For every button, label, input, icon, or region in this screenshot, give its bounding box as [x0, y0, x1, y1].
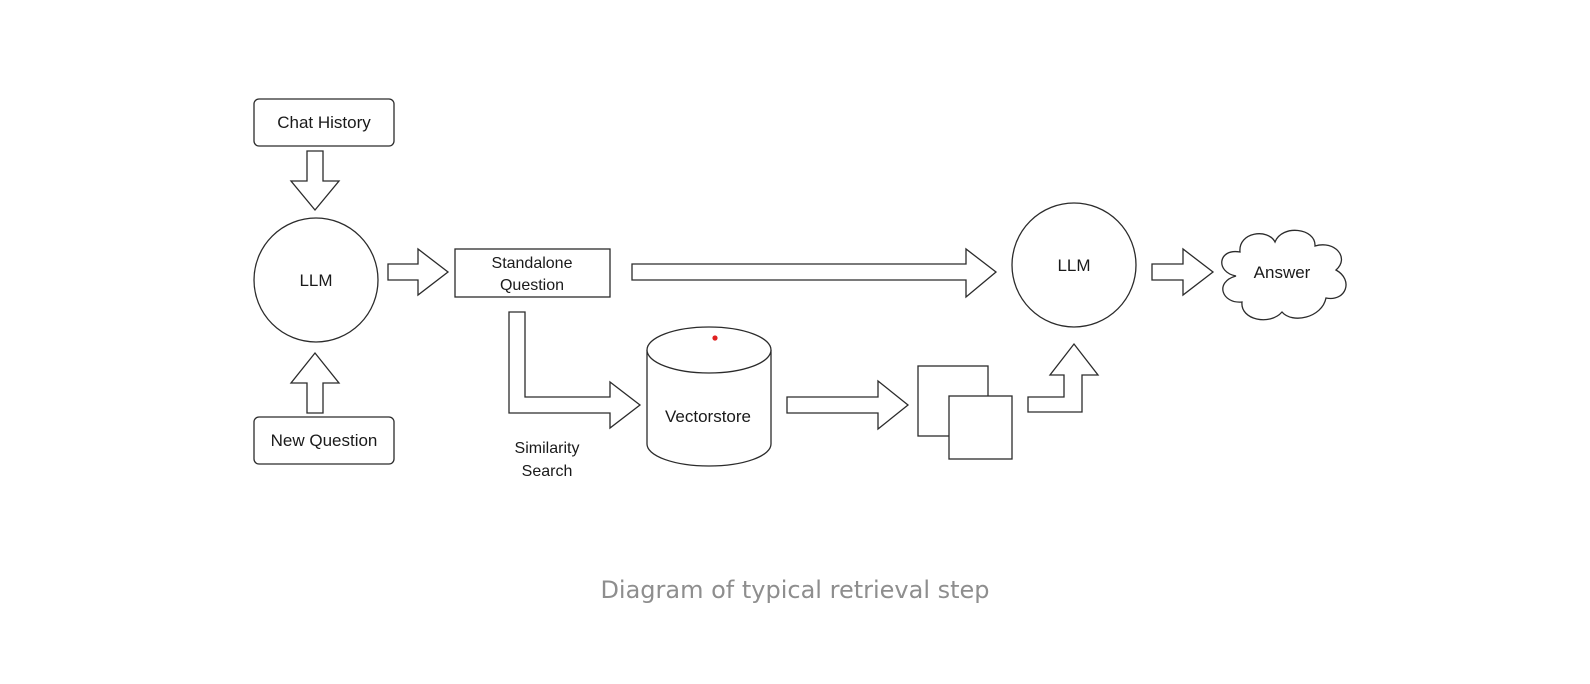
- arrow-history-to-llm: [289, 150, 341, 212]
- chat-history-node: Chat History: [253, 98, 395, 147]
- answer-cloud: [1221, 229, 1347, 321]
- vectorstore-body: [646, 350, 772, 467]
- arrow-standalone-to-llm: [631, 247, 998, 299]
- red-dot-marker: [712, 335, 718, 341]
- arrow-similarity-search: [508, 311, 642, 430]
- llm-right-node: LLM: [1011, 202, 1137, 328]
- arrow-question-to-llm: [289, 351, 341, 414]
- standalone-question-node: Standalone Question: [454, 248, 611, 298]
- vectorstore-top: [646, 326, 772, 374]
- arrow-llm-to-standalone: [387, 247, 450, 297]
- retrieval-diagram: Chat History LLM New Question Standalone…: [253, 98, 1347, 480]
- document-front: [948, 395, 1013, 460]
- similarity-search-label-line2: Search: [522, 463, 573, 480]
- arrow-vectorstore-to-docs: [786, 379, 910, 431]
- new-question-node: New Question: [253, 416, 395, 465]
- similarity-search-label-line1: Similarity: [515, 440, 580, 457]
- llm-left-label: LLM: [299, 271, 332, 290]
- standalone-label-line1: Standalone: [492, 255, 573, 272]
- chat-history-label: Chat History: [277, 113, 371, 132]
- arrow-llm-to-answer: [1151, 247, 1215, 297]
- figure-caption: Diagram of typical retrieval step: [600, 576, 990, 604]
- standalone-label-line2: Question: [500, 277, 564, 294]
- llm-left-node: LLM: [253, 217, 379, 343]
- vectorstore-node: Vectorstore: [646, 326, 772, 467]
- arrow-docs-to-llm: [1027, 342, 1100, 413]
- retrieved-documents: [917, 365, 1013, 460]
- vectorstore-label: Vectorstore: [665, 407, 751, 426]
- answer-label: Answer: [1254, 263, 1311, 282]
- llm-right-label: LLM: [1057, 256, 1090, 275]
- new-question-label: New Question: [271, 431, 378, 450]
- answer-node: Answer: [1221, 229, 1347, 321]
